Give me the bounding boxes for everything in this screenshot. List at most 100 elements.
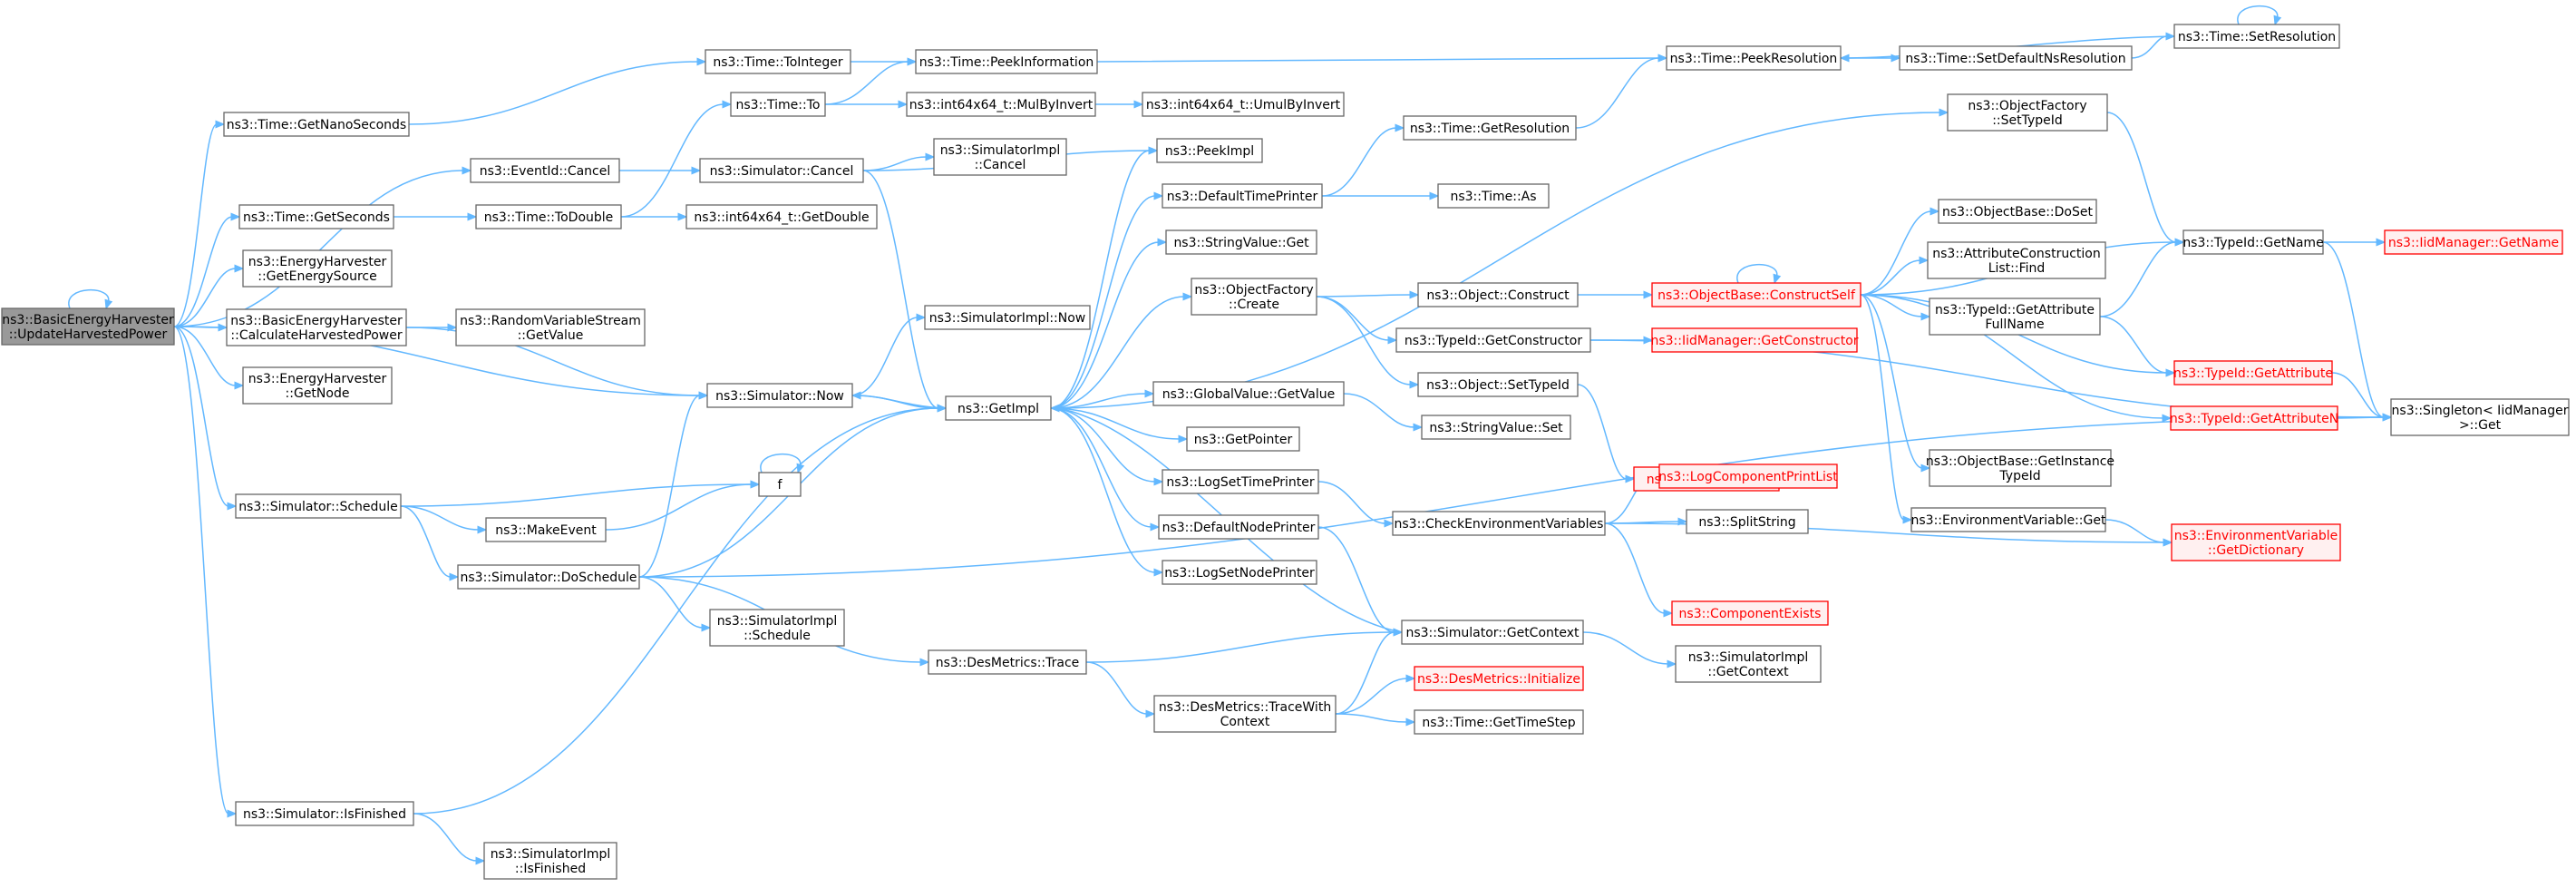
edge-line [859, 395, 947, 409]
node-rvsGetValue[interactable]: ns3::RandomVariableStream::GetValue [455, 308, 646, 346]
node-componentExists[interactable]: ns3::ComponentExists [1671, 600, 1829, 626]
node-defaultTimePrinter[interactable]: ns3::DefaultTimePrinter [1162, 183, 1323, 209]
node-timeTo[interactable]: ns3::Time::To [730, 92, 826, 117]
node-simImplSchedule[interactable]: ns3::SimulatorImpl::Schedule [709, 609, 845, 647]
node-isFinished[interactable]: ns3::Simulator::IsFinished [235, 801, 414, 826]
edge-simSchedule-to-doSchedule [400, 505, 460, 581]
node-peekImpl[interactable]: ns3::PeekImpl [1156, 138, 1263, 163]
node-setDefaultNs[interactable]: ns3::Time::SetDefaultNsResolution [1899, 45, 2133, 71]
node-label: ns3::SimulatorImpl [1688, 650, 1809, 665]
node-singletonGet[interactable]: ns3::Singleton< IidManager >::Get [2390, 398, 2570, 436]
edge-root-to-getNanoSeconds [173, 120, 226, 327]
node-mulByInvert[interactable]: ns3::int64x64_t::MulByInvert [906, 92, 1096, 117]
node-box [1675, 645, 1822, 683]
node-simGetContext[interactable]: ns3::Simulator::GetContext [1401, 620, 1584, 645]
edge-line [1050, 407, 1156, 573]
node-label: ns3::StringValue::Set [1429, 421, 1563, 435]
node-box [238, 204, 394, 229]
edge-line [173, 170, 464, 327]
edge-line [173, 123, 218, 327]
node-simCancel[interactable]: ns3::Simulator::Cancel [699, 158, 864, 183]
node-simImplGetContext[interactable]: ns3::SimulatorImpl::GetContext [1675, 645, 1822, 683]
node-timeAs[interactable]: ns3::Time::As [1437, 183, 1550, 209]
node-typeIdGetAttributeN[interactable]: ns3::TypeId::GetAttributeN [2170, 405, 2338, 431]
node-logCompPrintList[interactable]: ns3::LogComponentPrintList [1658, 464, 1838, 489]
node-getSeconds[interactable]: ns3::Time::GetSeconds [238, 204, 394, 229]
node-objFactorySetTypeId[interactable]: ns3::ObjectFactory::SetTypeId [1947, 93, 2108, 132]
node-logSetTimePrinter[interactable]: ns3::LogSetTimePrinter [1162, 469, 1319, 494]
node-calcPower[interactable]: ns3::BasicEnergyHarvester::CalculateHarv… [226, 308, 407, 346]
node-box [1392, 511, 1606, 536]
edge-constructSelf-to-doSet [1860, 207, 1940, 296]
edge-arrowhead [104, 298, 113, 310]
node-eventCancel[interactable]: ns3::EventId::Cancel [470, 158, 620, 183]
node-stringValueGet[interactable]: ns3::StringValue::Get [1165, 229, 1317, 255]
node-fnF[interactable]: f [758, 472, 802, 497]
node-globalValueGet[interactable]: ns3::GlobalValue::GetValue [1152, 381, 1345, 406]
node-objSetTypeId[interactable]: ns3::Object::SetTypeId [1417, 372, 1579, 397]
node-label: ns3::DesMetrics::Initialize [1417, 672, 1580, 687]
node-timeGetTimeStep[interactable]: ns3::Time::GetTimeStep [1414, 709, 1584, 735]
node-label: ns3::Time::SetDefaultNsResolution [1905, 52, 2125, 66]
node-label: TypeId [1998, 469, 2040, 483]
node-envVarGetDict[interactable]: ns3::EnvironmentVariable::GetDictionary [2171, 523, 2341, 561]
node-doSet[interactable]: ns3::ObjectBase::DoSet [1938, 199, 2097, 224]
node-desTrace[interactable]: ns3::DesMetrics::Trace [928, 649, 1087, 675]
node-makeEvent[interactable]: ns3::MakeEvent [485, 517, 607, 542]
node-setResolution[interactable]: ns3::Time::SetResolution [2173, 24, 2340, 49]
node-getNode[interactable]: ns3::EnergyHarvester::GetNode [242, 366, 393, 405]
node-umulByInvert[interactable]: ns3::int64x64_t::UmulByInvert [1142, 92, 1345, 117]
node-label: ns3::IidManager::GetConstructor [1650, 334, 1858, 348]
node-getEnergySource[interactable]: ns3::EnergyHarvester::GetEnergySource [242, 249, 393, 288]
node-root[interactable]: ns3::BasicEnergyHarvester::UpdateHarvest… [1, 307, 175, 346]
node-splitString[interactable]: ns3::SplitString [1686, 509, 1809, 534]
node-checkEnvVars[interactable]: ns3::CheckEnvironmentVariables [1392, 511, 1606, 536]
node-getNanoSeconds[interactable]: ns3::Time::GetNanoSeconds [223, 112, 410, 137]
edge-line [1335, 678, 1408, 715]
node-toInteger[interactable]: ns3::Time::ToInteger [705, 49, 851, 74]
node-objFactoryCreate[interactable]: ns3::ObjectFactory::Create [1191, 278, 1317, 316]
node-doSchedule[interactable]: ns3::Simulator::DoSchedule [457, 564, 640, 590]
edge-arrowhead [1178, 434, 1189, 444]
node-objConstruct[interactable]: ns3::Object::Construct [1417, 282, 1579, 307]
node-box [470, 158, 620, 183]
edge-objConstruct-to-constructSelf [1577, 290, 1654, 299]
node-peekResolution[interactable]: ns3::Time::PeekResolution [1666, 45, 1842, 71]
edge-arrowhead [215, 120, 226, 129]
node-label: ::Create [1229, 298, 1279, 312]
node-defaultNodePrinter[interactable]: ns3::DefaultNodePrinter [1158, 514, 1319, 540]
node-getResolution[interactable]: ns3::Time::GetResolution [1403, 115, 1577, 141]
node-typeIdGetAttribute[interactable]: ns3::TypeId::GetAttribute [2173, 360, 2333, 385]
node-iidGetConstructor[interactable]: ns3::IidManager::GetConstructor [1650, 327, 1859, 353]
node-peekInformation[interactable]: ns3::Time::PeekInformation [915, 49, 1098, 74]
node-box [1417, 372, 1579, 397]
node-typeIdGetConstructor[interactable]: ns3::TypeId::GetConstructor [1395, 327, 1591, 353]
node-getDouble[interactable]: ns3::int64x64_t::GetDouble [685, 204, 878, 229]
edge-line [1575, 57, 1660, 129]
edge-objFactoryCreate-to-typeIdGetConstructor [1316, 296, 1398, 345]
node-envVarGet[interactable]: ns3::EnvironmentVariable::Get [1910, 507, 2106, 532]
node-getPointer[interactable]: ns3::GetPointer [1186, 426, 1300, 452]
node-typeIdGetName[interactable]: ns3::TypeId::GetName [2182, 229, 2324, 255]
node-iidGetName[interactable]: ns3::IidManager::GetName [2384, 229, 2563, 255]
node-getImpl[interactable]: ns3::GetImpl [945, 395, 1052, 421]
node-label: ns3::SimulatorImpl [940, 143, 1061, 158]
node-desInitialize[interactable]: ns3::DesMetrics::Initialize [1414, 666, 1584, 691]
node-simNow[interactable]: ns3::Simulator::Now [706, 383, 853, 408]
node-simImplIsFinished[interactable]: ns3::SimulatorImpl::IsFinished [483, 842, 617, 880]
node-simImplCancel[interactable]: ns3::SimulatorImpl::Cancel [933, 138, 1067, 176]
edge-objFactoryCreate-to-objSetTypeId [1316, 296, 1420, 389]
node-logSetNodePrinter[interactable]: ns3::LogSetNodePrinter [1162, 560, 1317, 585]
node-label: ns3::BasicEnergyHarvester [2, 313, 174, 327]
node-box [1651, 282, 1862, 307]
node-stringValueSet[interactable]: ns3::StringValue::Set [1421, 415, 1571, 440]
node-simSchedule[interactable]: ns3::Simulator::Schedule [235, 493, 402, 519]
node-toDouble[interactable]: ns3::Time::ToDouble [475, 204, 622, 229]
edge-line [2099, 316, 2168, 374]
node-simImplNow[interactable]: ns3::SimulatorImpl::Now [924, 305, 1091, 330]
node-constructSelf[interactable]: ns3::ObjectBase::ConstructSelf [1651, 282, 1862, 307]
